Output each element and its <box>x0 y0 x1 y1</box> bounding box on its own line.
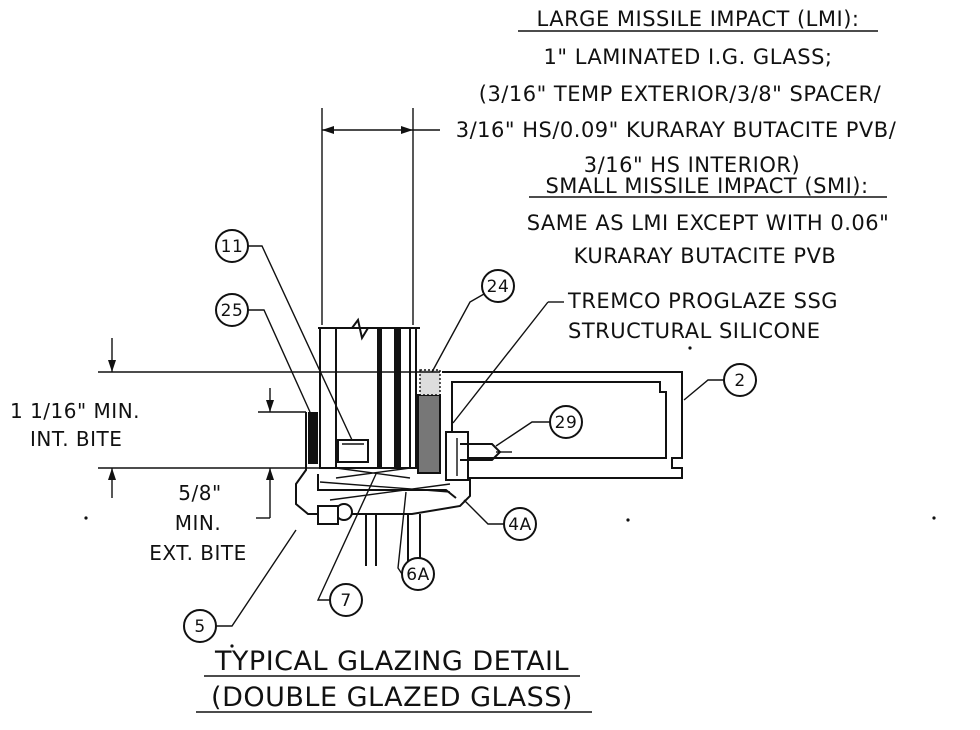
glass-thickness-dimension <box>321 108 440 325</box>
smi-line-2: KURARAY BUTACITE PVB <box>574 244 837 268</box>
title-line-1: TYPICAL GLAZING DETAIL <box>214 646 569 677</box>
lmi-line-1: 1" LAMINATED I.G. GLASS; <box>544 45 833 69</box>
callout-2: 2 <box>734 371 745 391</box>
glass-spec-block: LARGE MISSILE IMPACT (LMI): 1" LAMINATED… <box>456 7 897 268</box>
silicone-note-line-1: TREMCO PROGLAZE SSG <box>567 289 838 313</box>
callout-7: 7 <box>340 591 351 611</box>
spacer <box>337 439 369 463</box>
stray-dot-2 <box>688 346 692 350</box>
mullion-outer <box>442 371 683 479</box>
glass-dim-arrow-right <box>401 126 413 134</box>
callout-4a: 4A <box>508 515 531 535</box>
callout-29: 29 <box>555 413 578 433</box>
callout-11-leader <box>248 245 353 441</box>
adapter-inner <box>317 474 457 499</box>
callout-24-circle <box>481 269 515 303</box>
silicone-cap-bead <box>419 369 441 396</box>
silicone-note-line-2: STRUCTURAL SILICONE <box>568 319 821 343</box>
int-bite-arrow-top <box>108 360 116 372</box>
callout-4a-leader <box>463 499 504 525</box>
bite-dimensions: 1 1/16" MIN. INT. BITE 5/8" MIN. EXT. BI… <box>10 338 440 565</box>
callout-6a-leader <box>397 491 407 575</box>
callout-25: 25 <box>221 301 244 321</box>
callout-24: 24 <box>487 277 510 297</box>
callout-25-leader <box>248 309 311 413</box>
ext-bite-arrow-bottom <box>266 468 274 480</box>
callout-7-leader <box>316 473 377 601</box>
lmi-line-4: 3/16" HS INTERIOR) <box>584 153 800 177</box>
smi-line-1: SAME AS LMI EXCEPT WITH 0.06" <box>527 211 890 235</box>
int-bite-arrow-bottom <box>108 468 116 480</box>
stray-dot-1 <box>84 516 88 520</box>
setting-block-hatch <box>319 481 451 501</box>
drawing-title: TYPICAL GLAZING DETAIL (DOUBLE GLAZED GL… <box>196 646 592 713</box>
stray-dot-3 <box>626 518 630 522</box>
callout-2-leader <box>683 379 724 401</box>
silicone-note: TREMCO PROGLAZE SSG STRUCTURAL SILICONE <box>452 289 838 424</box>
callout-5: 5 <box>194 617 205 637</box>
ext-bite-arrow-top <box>266 400 274 412</box>
callout-5-leader <box>216 529 297 627</box>
int-bite-label-2: INT. BITE <box>30 427 122 451</box>
title-line-2: (DOUBLE GLAZED GLASS) <box>211 682 573 713</box>
break-line <box>318 317 420 341</box>
exterior-gasket <box>308 412 318 464</box>
adapter-outer <box>295 412 471 515</box>
structural-silicone-bead <box>417 394 441 474</box>
lmi-line-2: (3/16" TEMP EXTERIOR/3/8" SPACER/ <box>479 82 882 106</box>
glass-dim-arrow-left <box>322 126 334 134</box>
insulated-glass-unit <box>318 317 420 479</box>
setting-block-x <box>335 467 411 479</box>
callout-29-leader <box>495 421 550 447</box>
callouts: 11 25 24 2 29 4A 5 7 6A <box>183 229 757 643</box>
ext-bite-label-1: 5/8" <box>178 481 221 505</box>
interior-lite-1 <box>377 328 382 468</box>
pvb-interlayer <box>394 328 401 468</box>
int-bite-label-1: 1 1/16" MIN. <box>10 399 140 423</box>
callout-6a: 6A <box>406 565 429 585</box>
stray-dot-5 <box>230 644 234 648</box>
stray-dot-4 <box>932 516 936 520</box>
smi-heading: SMALL MISSILE IMPACT (SMI): <box>545 174 868 198</box>
aluminum-mullion <box>442 371 683 481</box>
silicone-leader <box>452 301 549 424</box>
callout-11: 11 <box>221 237 244 257</box>
glazing-adapter <box>295 412 471 566</box>
ext-bite-label-2: MIN. <box>175 511 221 535</box>
callout-24-leader <box>431 293 485 373</box>
lmi-line-3: 3/16" HS/0.09" KURARAY BUTACITE PVB/ <box>456 118 897 142</box>
lmi-heading: LARGE MISSILE IMPACT (LMI): <box>537 7 860 31</box>
ext-bite-label-3: EXT. BITE <box>149 541 247 565</box>
adapter-hook <box>317 505 339 525</box>
